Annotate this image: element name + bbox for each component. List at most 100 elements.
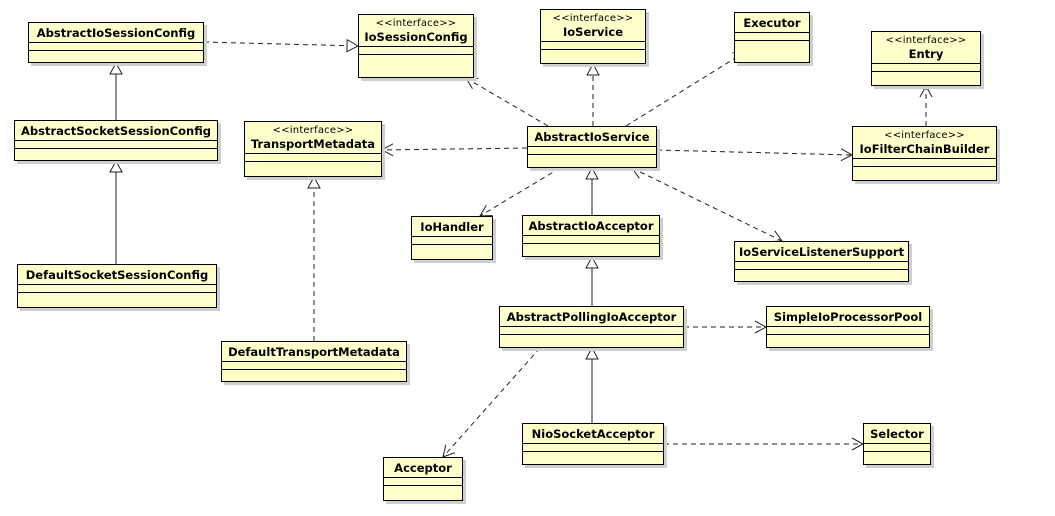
class-header: AbstractPollingIoAcceptor: [500, 307, 683, 327]
attributes-compartment: [245, 154, 381, 162]
class-abstract-io-service[interactable]: AbstractIoService: [527, 126, 657, 168]
class-name: IoHandler: [420, 220, 484, 234]
operations-compartment: [523, 452, 663, 459]
class-io-service-listener-support[interactable]: IoServiceListenerSupport: [734, 241, 909, 282]
dependency-arrowhead: [465, 77, 479, 89]
class-abstract-polling-io-acceptor[interactable]: AbstractPollingIoAcceptor: [499, 306, 684, 348]
stereotype-label: <<interface>>: [552, 13, 634, 24]
stereotype-label: <<interface>>: [375, 18, 457, 29]
class-name: Entry: [908, 47, 944, 61]
class-name: AbstractIoAcceptor: [528, 219, 654, 233]
class-name: IoServiceListenerSupport: [739, 245, 905, 259]
class-name: Selector: [870, 427, 924, 441]
operations-compartment: [528, 155, 656, 162]
class-executor[interactable]: Executor: [734, 12, 810, 63]
class-header: SimpleIoProcessorPool: [767, 307, 929, 327]
class-nio-socket-acceptor[interactable]: NioSocketAcceptor: [522, 423, 664, 465]
dependency-arrowhead: [380, 143, 394, 157]
operations-compartment: [735, 270, 908, 277]
class-header: AbstractIoService: [528, 127, 656, 147]
class-name: TransportMetadata: [250, 137, 376, 151]
class-transport-metadata[interactable]: <<interface>>TransportMetadata: [244, 121, 382, 177]
attributes-compartment: [412, 237, 492, 245]
operations-compartment: [245, 162, 381, 169]
class-header: Selector: [864, 424, 930, 444]
class-name: AbstractPollingIoAcceptor: [506, 310, 677, 324]
class-header: <<interface>>IoSessionConfig: [359, 15, 473, 47]
stereotype-label: <<interface>>: [884, 130, 965, 141]
stereotype-label: <<interface>>: [885, 35, 967, 46]
attributes-compartment: [864, 444, 930, 452]
class-io-service[interactable]: <<interface>>IoService: [540, 9, 646, 64]
attributes-compartment: [872, 64, 980, 72]
class-io-filter-chain-builder[interactable]: <<interface>>IoFilterChainBuilder: [852, 126, 997, 181]
class-name: NioSocketAcceptor: [531, 427, 655, 441]
class-selector[interactable]: Selector: [863, 423, 931, 465]
class-header: <<interface>>IoService: [541, 10, 645, 42]
class-name: Executor: [743, 16, 801, 30]
operations-compartment: [222, 370, 406, 377]
class-header: DefaultSocketSessionConfig: [18, 265, 216, 285]
class-header: AbstractIoAcceptor: [523, 216, 659, 236]
inheritance-arrowhead: [109, 61, 123, 75]
edge-abstract-io-service-to-transport-metadata: [381, 147, 528, 151]
attributes-compartment: [735, 262, 908, 270]
class-header: DefaultTransportMetadata: [222, 342, 406, 362]
operations-compartment: [523, 244, 659, 251]
class-name: IoFilterChainBuilder: [859, 142, 990, 156]
operations-compartment: [735, 41, 809, 48]
stereotype-label: <<interface>>: [272, 125, 354, 136]
class-acceptor[interactable]: Acceptor: [383, 457, 463, 501]
class-header: <<interface>>IoFilterChainBuilder: [853, 127, 996, 159]
class-abstract-socket-session-config[interactable]: AbstractSocketSessionConfig: [14, 120, 218, 161]
class-header: AbstractSocketSessionConfig: [15, 121, 217, 141]
edge-abstract-io-service-to-io-service-listener-support: [631, 167, 783, 242]
class-abstract-io-session-config[interactable]: AbstractIoSessionConfig: [28, 22, 204, 63]
class-name: DefaultSocketSessionConfig: [25, 268, 209, 282]
class-name: SimpleIoProcessorPool: [773, 310, 923, 324]
class-abstract-io-acceptor[interactable]: AbstractIoAcceptor: [522, 215, 660, 257]
class-name: IoSessionConfig: [364, 30, 468, 44]
class-io-session-config[interactable]: <<interface>>IoSessionConfig: [358, 14, 474, 78]
class-header: Executor: [735, 13, 809, 33]
operations-compartment: [864, 452, 930, 459]
class-default-socket-session-config[interactable]: DefaultSocketSessionConfig: [17, 264, 217, 308]
attributes-compartment: [18, 285, 216, 293]
attributes-compartment: [767, 327, 929, 335]
operations-compartment: [767, 335, 929, 342]
class-header: IoHandler: [412, 217, 492, 237]
class-header: IoServiceListenerSupport: [735, 242, 908, 262]
operations-compartment: [853, 167, 996, 174]
class-header: <<interface>>Entry: [872, 32, 980, 64]
attributes-compartment: [359, 47, 473, 55]
operations-compartment: [541, 50, 645, 57]
operations-compartment: [15, 149, 217, 156]
attributes-compartment: [541, 42, 645, 50]
class-name: AbstractIoService: [534, 130, 650, 144]
attributes-compartment: [523, 236, 659, 244]
class-entry[interactable]: <<interface>>Entry: [871, 31, 981, 86]
operations-compartment: [872, 72, 980, 79]
inheritance-arrowhead: [307, 175, 321, 189]
class-default-transport-metadata[interactable]: DefaultTransportMetadata: [221, 341, 407, 382]
dependency-arrowhead: [919, 84, 933, 98]
operations-compartment: [384, 486, 462, 493]
attributes-compartment: [384, 478, 462, 486]
attributes-compartment: [528, 147, 656, 155]
inheritance-arrowhead: [586, 62, 600, 76]
attributes-compartment: [222, 362, 406, 370]
operations-compartment: [29, 51, 203, 58]
attributes-compartment: [29, 43, 203, 51]
attributes-compartment: [735, 33, 809, 41]
class-header: AbstractIoSessionConfig: [29, 23, 203, 43]
inheritance-arrowhead: [346, 38, 360, 53]
class-name: DefaultTransportMetadata: [228, 345, 400, 359]
class-io-handler[interactable]: IoHandler: [411, 216, 493, 260]
edge-abstract-io-service-to-io-filter-chain-builder: [656, 149, 853, 156]
class-simple-io-processor-pool[interactable]: SimpleIoProcessorPool: [766, 306, 930, 348]
class-name: AbstractIoSessionConfig: [36, 26, 196, 40]
edge-abstract-io-service-to-io-session-config: [465, 77, 549, 127]
operations-compartment: [500, 335, 683, 342]
operations-compartment: [412, 245, 492, 252]
inheritance-arrowhead: [585, 166, 599, 180]
